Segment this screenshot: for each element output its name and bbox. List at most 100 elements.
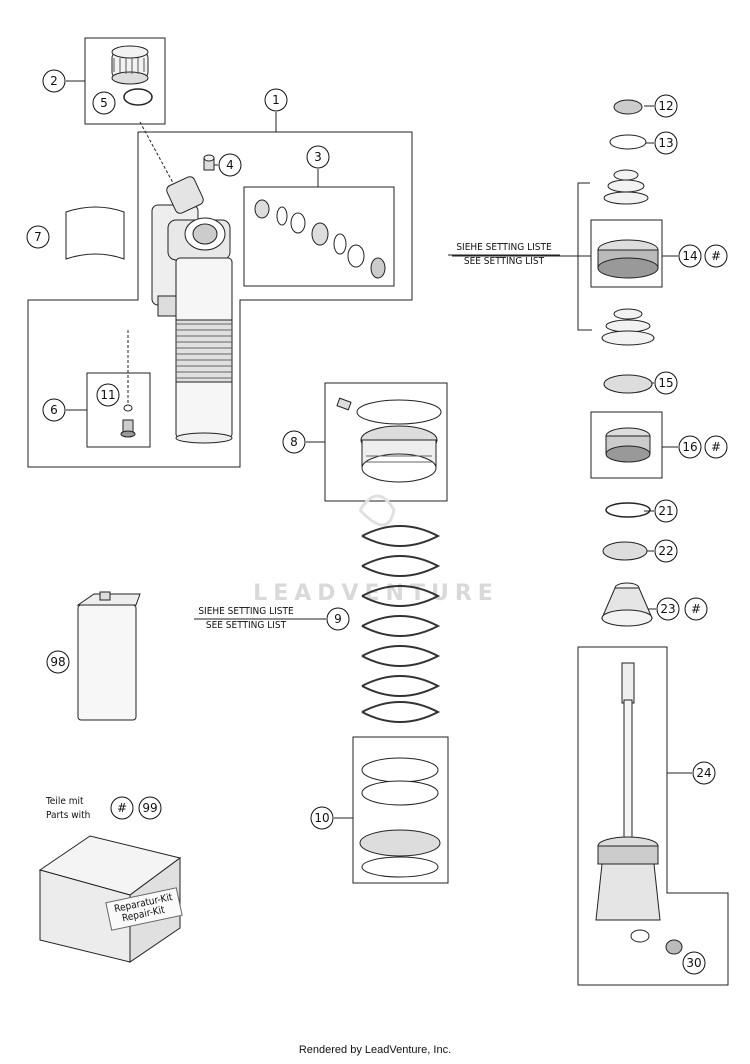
callout-number: 12 bbox=[658, 99, 673, 113]
callout-number: 30 bbox=[686, 956, 701, 970]
label-siehe-top: SIEHE SETTING LISTE bbox=[456, 242, 552, 253]
callout-circle bbox=[264, 88, 288, 112]
part-item-23 bbox=[601, 582, 653, 627]
callout-number: 98 bbox=[50, 655, 65, 669]
part-protective-sleeve bbox=[65, 206, 125, 260]
callout-circle bbox=[138, 796, 162, 820]
callout-number: 13 bbox=[658, 136, 673, 150]
callout-circle bbox=[654, 499, 678, 523]
part-shock-body bbox=[151, 154, 233, 444]
watermark: LEADVENTURE bbox=[253, 458, 493, 606]
callout-c2: 2 bbox=[42, 69, 66, 93]
callout-c1: 1 bbox=[264, 88, 288, 112]
callout-c14h: # bbox=[704, 244, 728, 268]
assembly-outline bbox=[27, 131, 413, 468]
part-circlip bbox=[605, 502, 651, 518]
part-piston-rod bbox=[595, 662, 661, 943]
callout-number: 15 bbox=[658, 376, 673, 390]
label-see-top: SEE SETTING LIST bbox=[464, 256, 545, 267]
label-parts-with: Parts with bbox=[46, 810, 90, 821]
callout-number: 7 bbox=[34, 230, 42, 244]
callout-circle bbox=[96, 383, 120, 407]
callout-circle bbox=[654, 94, 678, 118]
callout-c7: 7 bbox=[26, 225, 50, 249]
callout-circle bbox=[218, 153, 242, 177]
callout-number: 3 bbox=[314, 150, 322, 164]
callout-circle bbox=[656, 597, 680, 621]
label-see-mid: SEE SETTING LIST bbox=[206, 620, 287, 631]
part-spring bbox=[361, 525, 441, 723]
part-o-ring bbox=[123, 88, 153, 106]
box-item-10 bbox=[352, 736, 449, 884]
callout-number: # bbox=[711, 440, 721, 454]
callout-c14: 14 bbox=[678, 244, 702, 268]
part-repair-kit-box bbox=[38, 835, 183, 963]
callout-c11: 11 bbox=[96, 383, 120, 407]
callout-number: # bbox=[691, 602, 701, 616]
callout-c12: 12 bbox=[654, 94, 678, 118]
part-spring-seats bbox=[359, 757, 441, 878]
box-item-24 bbox=[577, 646, 729, 986]
callout-c13: 13 bbox=[654, 131, 678, 155]
part-shim-stack-top bbox=[603, 169, 649, 205]
callout-c3: 3 bbox=[306, 145, 330, 169]
callout-c23h: # bbox=[684, 597, 708, 621]
callout-c8: 8 bbox=[282, 430, 306, 454]
callout-circle bbox=[310, 806, 334, 830]
callout-c24: 24 bbox=[692, 761, 716, 785]
part-spring-retainer bbox=[336, 397, 442, 483]
callout-c99: 99 bbox=[138, 796, 162, 820]
callout-circle bbox=[326, 607, 350, 631]
callout-circle bbox=[682, 951, 706, 975]
part-oil-can bbox=[76, 591, 141, 721]
callout-number: 10 bbox=[314, 811, 329, 825]
callout-number: 14 bbox=[682, 249, 697, 263]
part-valve bbox=[120, 404, 136, 438]
callout-c6: 6 bbox=[42, 398, 66, 422]
callout-c21: 21 bbox=[654, 499, 678, 523]
callout-number: 5 bbox=[100, 96, 108, 110]
part-seal-kit bbox=[254, 199, 386, 279]
callout-circle bbox=[678, 244, 702, 268]
callout-number: 1 bbox=[272, 93, 280, 107]
label-teile-mit: Teile mit bbox=[45, 796, 84, 807]
callout-number: 23 bbox=[660, 602, 675, 616]
part-bushing bbox=[665, 939, 683, 955]
callout-c16h: # bbox=[704, 435, 728, 459]
callout-c15: 15 bbox=[654, 371, 678, 395]
callout-number: 99 bbox=[142, 801, 157, 815]
part-item-22 bbox=[602, 541, 648, 561]
callout-circle bbox=[42, 69, 66, 93]
callout-circle bbox=[704, 435, 728, 459]
callout-number: 4 bbox=[226, 158, 234, 172]
callout-c98: 98 bbox=[46, 650, 70, 674]
part-nut bbox=[613, 99, 643, 115]
callout-c9: 9 bbox=[326, 607, 350, 631]
box-item-6 bbox=[86, 372, 151, 448]
callout-c5: 5 bbox=[92, 91, 116, 115]
callout-c99h: # bbox=[110, 796, 134, 820]
callout-circle bbox=[684, 597, 708, 621]
callout-circle bbox=[306, 145, 330, 169]
callout-number: 21 bbox=[658, 504, 673, 518]
callout-number: 8 bbox=[290, 435, 298, 449]
callout-number: 9 bbox=[334, 612, 342, 626]
callout-circle bbox=[92, 91, 116, 115]
callout-circle bbox=[654, 131, 678, 155]
part-adjuster-knob bbox=[111, 45, 149, 85]
callout-c16: 16 bbox=[678, 435, 702, 459]
callout-number: 24 bbox=[696, 766, 711, 780]
part-shim-stack-bottom bbox=[601, 308, 655, 346]
callout-number: 6 bbox=[50, 403, 58, 417]
callout-circle bbox=[704, 244, 728, 268]
part-washer bbox=[609, 134, 647, 150]
part-item-16 bbox=[605, 427, 651, 463]
callout-circle bbox=[282, 430, 306, 454]
footer-credit: Rendered by LeadVenture, Inc. bbox=[298, 1044, 452, 1056]
callout-number: # bbox=[711, 249, 721, 263]
callout-circle bbox=[678, 435, 702, 459]
callout-number: # bbox=[117, 801, 127, 815]
label-siehe-mid: SIEHE SETTING LISTE bbox=[198, 606, 294, 617]
callout-circle bbox=[654, 539, 678, 563]
